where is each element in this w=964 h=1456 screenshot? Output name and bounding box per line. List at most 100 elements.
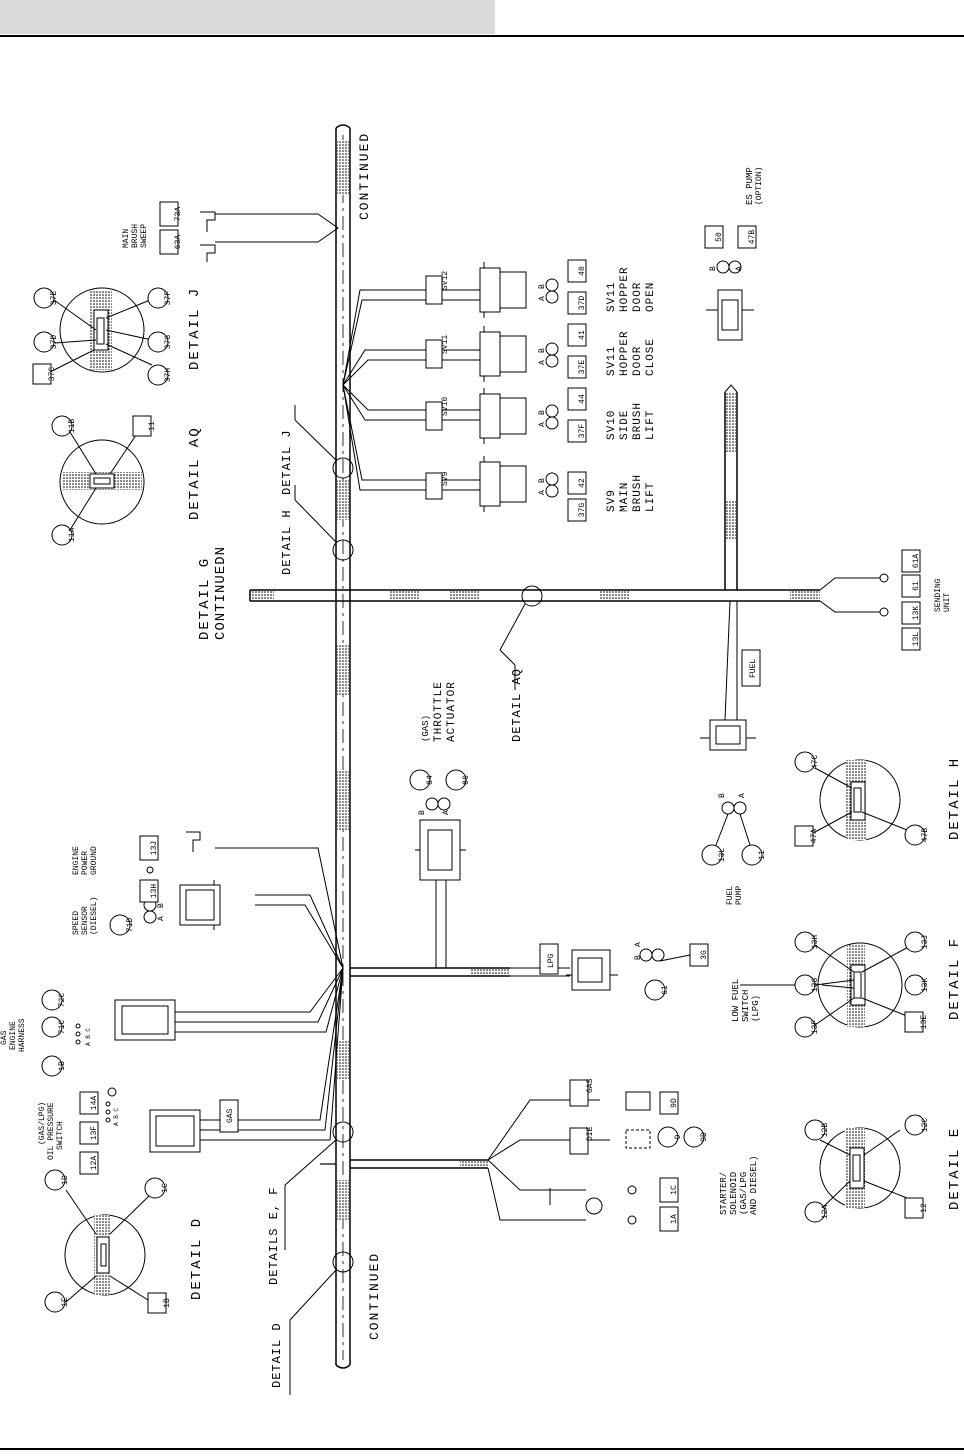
sv9-wire-37g: 37G (578, 503, 587, 518)
lpg-tag: LPG (547, 953, 556, 968)
sv9-label-1: SV9 (606, 489, 618, 512)
sv9-label-4: LIFT (645, 482, 657, 512)
es-pump-label-2: (OPTION) (755, 167, 764, 205)
sv12-label-3: DOOR (632, 282, 644, 312)
cross-trunk (249, 392, 820, 602)
sv11-pin-a: A (538, 360, 547, 365)
sv10-wire-44: 44 (578, 394, 587, 404)
detail-j-label-37e: 37E (50, 291, 59, 306)
detail-aq-label-11: 11 (148, 421, 157, 431)
speed-sensor-pin-b: B (157, 903, 166, 908)
footer-rule (0, 1448, 964, 1450)
speed-sensor-wire-71d: 71D (126, 918, 135, 933)
throttle-wire-84: 84 (426, 775, 435, 785)
detail-j-title: DETAIL J (187, 287, 203, 370)
oil-pressure-switch (79, 1087, 239, 1175)
starter-label-2: SOLENOID (729, 1172, 739, 1215)
gas-tag: GAS (226, 1108, 235, 1123)
callout-detail-aq-label: DETAIL AQ (510, 668, 524, 742)
speed-sensor-pin-a: A (157, 916, 166, 921)
es-pump-wire-50: 50 (715, 232, 724, 242)
gas-harness-wire-1b: 1B (58, 1061, 67, 1071)
solenoid-valve-wires (342, 289, 480, 491)
throttle-label-2: THROTTLE (433, 681, 445, 742)
engine-ground-label-1: ENGINE (72, 846, 81, 875)
sv9-wire-42: 42 (578, 478, 587, 488)
detail-f-title: DETAIL F (947, 937, 963, 1020)
fuel-pump-label-2: PUMP (735, 886, 744, 905)
sv12-label-1: SV11 (606, 282, 618, 312)
detail-j-label-37c: 37C (48, 367, 57, 382)
sending-unit-label-2: UNIT (943, 593, 952, 612)
sv11-label-3: DOOR (632, 346, 644, 376)
es-pump-pin-b: B (709, 266, 718, 271)
gas-harness-label-3: HARNESS (18, 1018, 27, 1052)
gas-harness-wire-72c: 72C (58, 993, 67, 1008)
sv11-wire-37e: 37E (578, 360, 587, 375)
header-bar (0, 0, 495, 34)
sv11-label-4: CLOSE (645, 338, 657, 376)
starter-label-3: (GAS/LPG (739, 1172, 749, 1215)
detail-e-title: DETAIL E (947, 1127, 963, 1210)
detail-d-label-1c: 1C (161, 1183, 170, 1193)
low-fuel-pin-a: A (634, 942, 643, 947)
oil-switch-label-3: SWITCH (56, 1121, 65, 1150)
oil-switch-wire-13f: 13F (90, 1126, 99, 1141)
sv12-label-2: HOPPER (619, 266, 631, 312)
sv10-pin-b: B (538, 410, 547, 415)
detail-f-label-13h: 13H (811, 935, 820, 950)
sending-unit-wire-61a: 61A (912, 554, 921, 569)
fuel-pump-pin-a: A (738, 793, 747, 798)
sv9-tag: SV9 (441, 471, 450, 486)
detail-aq-label-11b: 11B (68, 419, 77, 434)
oil-switch-label-1: (GAS/LPG) (38, 1102, 47, 1145)
left-bundle-wires (175, 847, 344, 1141)
low-fuel-pin-b: B (634, 955, 643, 960)
detail-f-label-13f: 13F (811, 1020, 820, 1035)
detail-h-label-47b: 47B (921, 828, 930, 843)
detail-d (64, 1189, 150, 1303)
main-brush-label-3: SWEEP (140, 224, 149, 248)
sv9-connector (425, 456, 587, 522)
detail-j (43, 287, 153, 376)
sv9-pin-a: A (538, 490, 547, 495)
callout-detail-h (294, 485, 354, 561)
engine-ground-label-3: GROUND (90, 846, 99, 875)
callout-detail-j (294, 405, 354, 479)
throttle-label-1: (GAS) (421, 715, 431, 742)
sv12-wire-37d: 37D (578, 296, 587, 311)
low-fuel-label-1: LOW FUEL (731, 979, 741, 1022)
speed-sensor-label-2: SENSOR (81, 906, 90, 935)
sv12-connector (425, 259, 587, 318)
sv9-pin-b: B (538, 478, 547, 483)
es-pump-pin-a: A (735, 266, 744, 271)
sending-unit (819, 549, 921, 651)
oil-switch-label-2: OIL PRESSURE (47, 1102, 56, 1160)
detail-f-label-13j: 13J (921, 935, 930, 949)
main-brush-wire-73a: 73A (174, 207, 183, 222)
detail-e-label-12b: 12B (821, 1123, 830, 1138)
lpg-harness (510, 943, 709, 1001)
detail-aq-badges (51, 415, 152, 546)
callout-detail-h-label: DETAIL H (280, 509, 294, 575)
sv10-label-1: SV10 (606, 410, 618, 440)
callout-detail-d-label: DETAIL D (270, 1322, 284, 1388)
detail-f-label-13k: 13K (921, 978, 930, 993)
continued-bottom: CONTINUED (367, 1252, 382, 1340)
low-fuel-wire-61: 61 (661, 985, 670, 995)
sv12-label-4: OPEN (645, 282, 657, 312)
continued-top: CONTINUED (357, 132, 372, 220)
sending-unit-label-1: SENDING (934, 578, 943, 612)
throttle-wire-86: 86 (462, 775, 471, 785)
low-fuel-wire-3g: 3G (700, 950, 709, 960)
detail-f-badges (794, 931, 926, 1038)
low-fuel-label-2: SWITCH (741, 990, 751, 1022)
fuel-pump-label-1: FUEL (726, 886, 735, 905)
sv10-connector (425, 387, 587, 444)
starter-label-4: AND DIESEL) (749, 1156, 759, 1215)
sv11-pin-b: B (538, 348, 547, 353)
detail-d-label-1b: 1B (163, 1298, 172, 1308)
oil-switch-pins: A B C (113, 1108, 120, 1126)
sv11-tag: SV11 (441, 335, 450, 354)
oil-switch-wire-14a: 14A (90, 1096, 99, 1111)
